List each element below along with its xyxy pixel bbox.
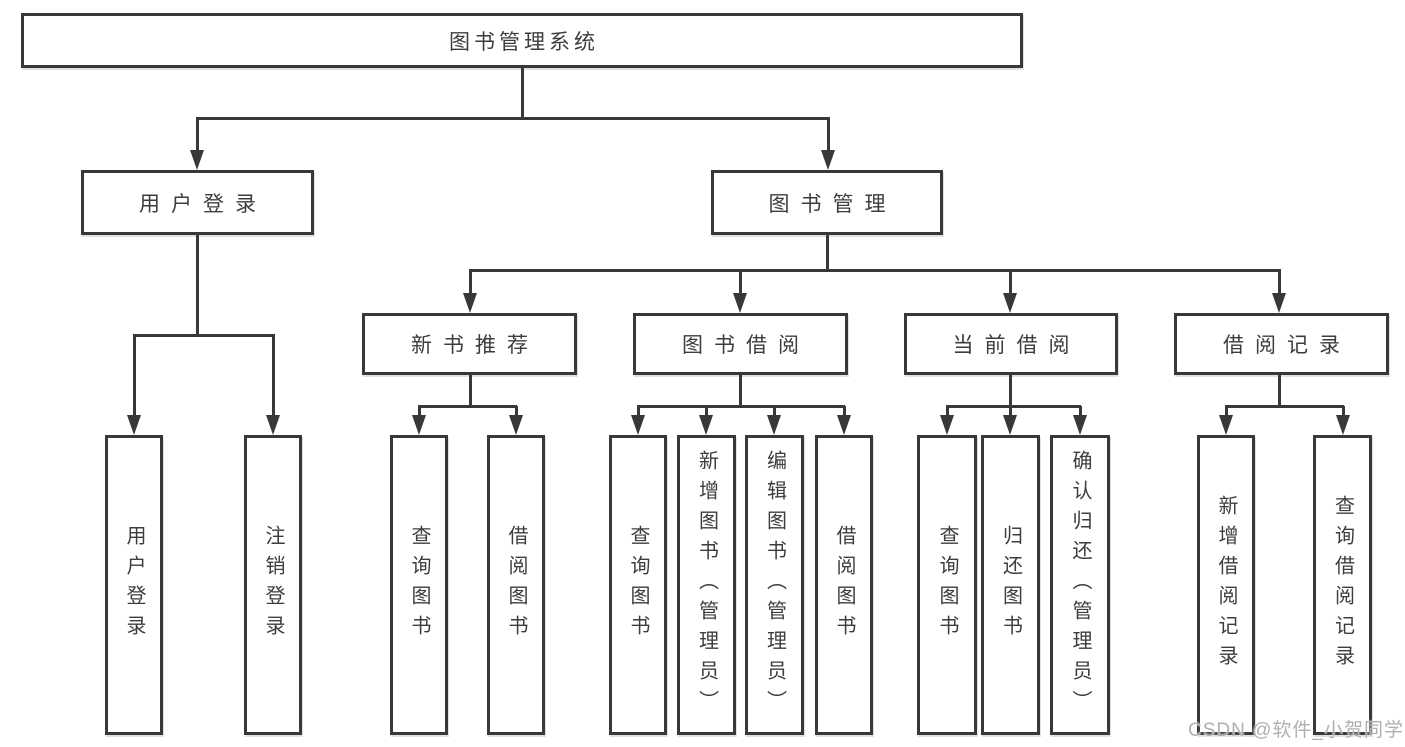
arrow-down-icon xyxy=(699,406,714,435)
connector-line xyxy=(521,68,524,119)
node-label: 借阅记录 xyxy=(1223,334,1351,357)
node-label: 图书管理系统 xyxy=(449,30,599,54)
arrow-down-icon xyxy=(733,270,748,313)
arrow-down-icon xyxy=(412,406,427,435)
csdn-watermark: CSDN @软件_小贺同学 xyxy=(1188,720,1404,741)
connector-line xyxy=(196,117,830,120)
node-library-management-system: 图书管理系统 xyxy=(21,13,1023,68)
arrow-down-icon xyxy=(1336,406,1351,435)
node-label: 注销登录 xyxy=(262,525,284,645)
node-new-book-recommendation: 新书推荐 xyxy=(362,313,577,375)
arrow-down-icon xyxy=(127,335,142,435)
connector-line xyxy=(469,375,472,407)
arrow-down-icon xyxy=(821,118,836,170)
arrow-down-icon xyxy=(837,406,852,435)
connector-line xyxy=(1225,405,1344,408)
arrow-down-icon xyxy=(631,406,646,435)
leaf-confirm-return-admin: 确认归还（管理员） xyxy=(1050,435,1110,735)
node-label: 新增图书（管理员） xyxy=(695,450,718,720)
arrow-down-icon xyxy=(463,270,478,313)
connector-line xyxy=(946,405,1081,408)
leaf-add-books-admin: 新增图书（管理员） xyxy=(677,435,736,735)
node-label: 图书管理 xyxy=(768,192,897,216)
arrow-down-icon xyxy=(767,406,782,435)
connector-line xyxy=(739,375,742,407)
arrow-down-icon xyxy=(1272,270,1287,313)
node-book-management: 图书管理 xyxy=(711,170,943,235)
connector-line xyxy=(133,334,275,337)
node-label: 编辑图书（管理员） xyxy=(763,450,786,720)
node-label: 查询图书 xyxy=(408,525,430,645)
node-current-borrowing: 当前借阅 xyxy=(904,313,1118,375)
connector-line xyxy=(418,405,517,408)
arrow-down-icon xyxy=(1073,406,1088,435)
node-label: 用户登录 xyxy=(139,192,267,216)
leaf-query-books-borrow: 查询图书 xyxy=(609,435,667,735)
arrow-down-icon xyxy=(1219,406,1234,435)
arrow-down-icon xyxy=(1003,406,1018,435)
arrow-down-icon xyxy=(940,406,955,435)
arrow-down-icon xyxy=(509,406,524,435)
arrow-down-icon xyxy=(266,335,281,435)
node-label: 新书推荐 xyxy=(411,334,539,357)
node-label: 借阅图书 xyxy=(505,525,527,645)
node-user-login: 用户登录 xyxy=(81,170,314,235)
node-label: 借阅图书 xyxy=(833,525,855,645)
leaf-query-books-recommend: 查询图书 xyxy=(390,435,448,735)
connector-line xyxy=(469,269,1281,272)
node-label: 查询图书 xyxy=(627,525,649,645)
leaf-query-books-current: 查询图书 xyxy=(917,435,977,735)
node-borrowing-records: 借阅记录 xyxy=(1174,313,1389,375)
node-label: 查询图书 xyxy=(936,525,958,645)
connector-line xyxy=(1009,375,1012,407)
node-label: 当前借阅 xyxy=(952,334,1081,357)
leaf-user-login: 用户登录 xyxy=(105,435,163,735)
leaf-add-borrow-record: 新增借阅记录 xyxy=(1197,435,1255,735)
connector-line xyxy=(196,235,199,336)
leaf-logout: 注销登录 xyxy=(244,435,302,735)
node-label: 查询借阅记录 xyxy=(1331,495,1354,675)
leaf-edit-books-admin: 编辑图书（管理员） xyxy=(745,435,804,735)
arrow-down-icon xyxy=(190,118,205,170)
connector-line xyxy=(826,235,829,271)
node-book-borrowing: 图书借阅 xyxy=(633,313,848,375)
node-label: 归还图书 xyxy=(999,525,1022,645)
node-label: 用户登录 xyxy=(123,525,145,645)
leaf-borrow-books-recommend: 借阅图书 xyxy=(487,435,545,735)
node-label: 图书借阅 xyxy=(682,334,810,357)
arrow-down-icon xyxy=(1003,270,1018,313)
leaf-return-books: 归还图书 xyxy=(981,435,1040,735)
leaf-query-borrow-record: 查询借阅记录 xyxy=(1313,435,1372,735)
node-label: 新增借阅记录 xyxy=(1215,495,1237,675)
leaf-borrow-books: 借阅图书 xyxy=(815,435,873,735)
connector-line xyxy=(1278,375,1281,407)
node-label: 确认归还（管理员） xyxy=(1069,450,1091,720)
connector-line xyxy=(637,405,845,408)
